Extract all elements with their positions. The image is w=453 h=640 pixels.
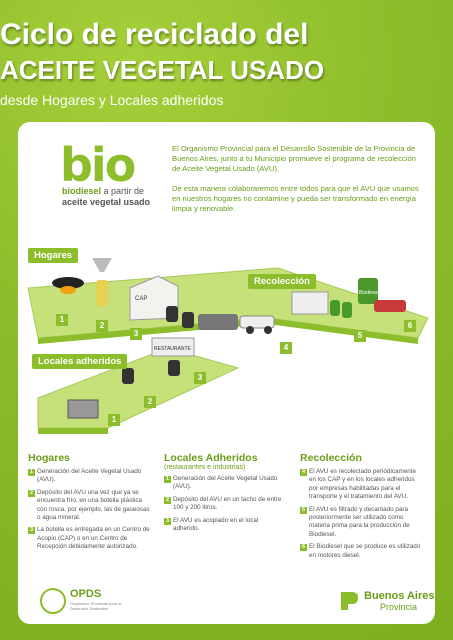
step-number: 3 bbox=[130, 328, 142, 340]
step-number: 1 bbox=[108, 414, 120, 426]
item-number: 2 bbox=[164, 496, 171, 504]
restaurant-building bbox=[151, 337, 195, 357]
buenos-aires-text: Buenos Aires bbox=[364, 590, 435, 602]
restaurant-sign: RESTAURANTE bbox=[154, 346, 192, 352]
step-number: 5 bbox=[354, 330, 366, 342]
buenos-aires-logo-icon bbox=[341, 592, 358, 610]
flame bbox=[60, 286, 76, 294]
barrel bbox=[122, 368, 134, 384]
green-tank bbox=[342, 302, 352, 318]
pickup-truck bbox=[239, 315, 275, 329]
label-hogares: Hogares bbox=[28, 248, 79, 263]
opds-logo-subtext: Organismo Provincial para el Desarrollo … bbox=[70, 601, 122, 611]
item-number: 1 bbox=[164, 476, 171, 483]
step-number: 1 bbox=[56, 314, 68, 326]
column-title: Hogares bbox=[28, 452, 71, 464]
item-number: 5 bbox=[300, 506, 307, 514]
item-text: El Biodiesel que se produce es utilizado… bbox=[309, 543, 421, 559]
green-tank bbox=[330, 300, 340, 316]
column-locales: Locales Adheridos (restaurantes e indust… bbox=[164, 452, 286, 533]
biodiesel-sign: Biodiesel bbox=[359, 290, 379, 296]
logo-line-2: aceite vegetal usado bbox=[62, 197, 151, 207]
item-text: El AVU es acopiado en el local adherido. bbox=[173, 516, 259, 533]
item-number: 2 bbox=[28, 489, 35, 497]
item-number: 3 bbox=[164, 517, 171, 525]
item-number: 6 bbox=[300, 544, 307, 552]
diagram-illustration: CAP Biodiesel RESTAURANTE bbox=[27, 258, 429, 434]
column-title: Recolección bbox=[300, 452, 362, 464]
opds-logo-icon bbox=[40, 588, 66, 614]
funnel bbox=[92, 258, 112, 272]
cap-sign: CAP bbox=[135, 296, 147, 302]
logo-line-1: biodiesel a partir de bbox=[62, 186, 144, 196]
step-number: 4 bbox=[280, 342, 292, 354]
title-line-1: Ciclo de reciclado del bbox=[0, 18, 309, 51]
bottle bbox=[96, 280, 108, 306]
frying-pan bbox=[52, 277, 84, 289]
opds-logo-text: OPDS bbox=[70, 588, 102, 600]
title-line-2: ACEITE VEGETAL USADO bbox=[0, 55, 325, 85]
trailer bbox=[198, 314, 238, 330]
barrel bbox=[182, 312, 194, 328]
intro-paragraph-2: De esta manera colaboraremos entre todos… bbox=[172, 184, 419, 213]
step-number: 3 bbox=[194, 372, 206, 384]
biodiesel-tank bbox=[358, 278, 378, 304]
treatment-plant bbox=[291, 291, 329, 315]
subtitle: desde Hogares y Locales adheridos bbox=[0, 92, 224, 108]
item-number: 4 bbox=[300, 469, 307, 476]
step-number: 2 bbox=[144, 396, 156, 408]
intro-paragraph-1: El Organismo Provincial para el Desarrol… bbox=[172, 144, 416, 173]
red-car bbox=[374, 300, 406, 312]
recycling-diagram: CAP Biodiesel RESTAURANTE Hogares Recole… bbox=[18, 228, 435, 448]
provincia-text: Provincia bbox=[380, 602, 418, 612]
item-text: Depósito del AVU en un tacho de entre 10… bbox=[173, 495, 282, 512]
logo-line-1-bold: biodiesel bbox=[62, 186, 102, 196]
item-text: La botella es entregada en un Centro de … bbox=[37, 526, 150, 551]
fryer bbox=[67, 399, 99, 419]
step-number: 6 bbox=[404, 320, 416, 332]
bio-logo-text: bio bbox=[60, 138, 136, 192]
wheel bbox=[264, 326, 272, 334]
item-text: Depósito del AVU una vez que ya se encue… bbox=[37, 488, 150, 522]
item-text: El AVU es filtrado y decantado para post… bbox=[309, 505, 410, 538]
footer: OPDS Organismo Provincial para el Desarr… bbox=[18, 580, 435, 624]
barrel bbox=[168, 360, 180, 376]
logo-line-1-rest: a partir de bbox=[101, 186, 145, 196]
label-locales: Locales adheridos bbox=[32, 354, 128, 369]
column-subtitle: (restaurantes e industrias) bbox=[164, 464, 246, 471]
column-title: Locales Adheridos bbox=[164, 452, 258, 464]
item-number: 3 bbox=[28, 527, 35, 535]
bio-logo: bio bbox=[60, 138, 136, 192]
bottom-platform-edge bbox=[38, 428, 108, 434]
step-number: 2 bbox=[96, 320, 108, 332]
label-recoleccion: Recolección bbox=[248, 274, 316, 289]
item-number: 1 bbox=[28, 469, 35, 476]
item-text: El AVU es recolectado periódicamente en … bbox=[309, 468, 416, 501]
item-text: Generación del Aceite Vegetal Usado (AVU… bbox=[37, 468, 142, 484]
wheel bbox=[246, 326, 254, 334]
item-text: Generación del Aceite Vegetal Usado (AVU… bbox=[173, 475, 278, 491]
barrel bbox=[166, 306, 178, 322]
